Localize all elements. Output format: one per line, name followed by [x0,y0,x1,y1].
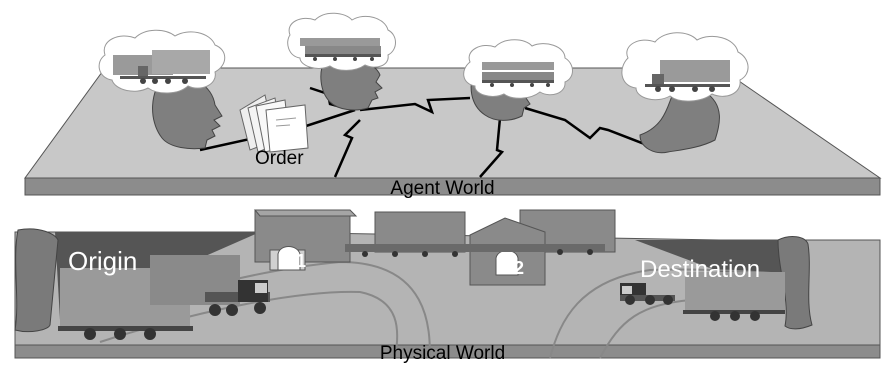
terminal-2-label: T2 [503,258,525,278]
order-label: Order [255,148,304,169]
origin-label: Origin [68,246,138,276]
train-icon [345,244,605,257]
terminal-1-label: T1 [285,251,307,271]
physical-world-label: Physical World [379,343,506,364]
agent-world-label: Agent World [390,178,495,199]
train-icon [113,38,730,92]
documents-icon [239,94,309,153]
truck-icon [58,255,785,340]
destination-label: Destination [640,256,761,283]
destination-pillar [777,236,813,330]
origin-pillar [14,228,59,333]
